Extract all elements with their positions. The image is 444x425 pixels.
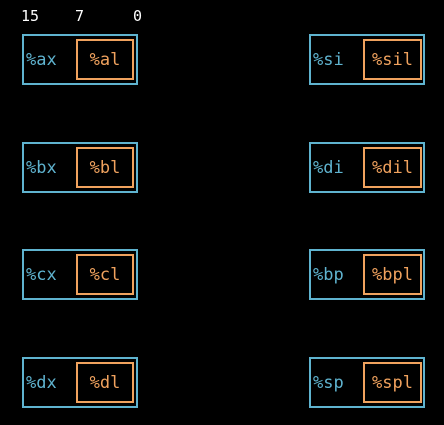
register-bp: %bp %bpl [309, 249, 425, 300]
bit-label-15: 15 [21, 7, 40, 25]
register-low-byte-bpl: %bpl [363, 254, 422, 295]
register-bx: %bx %bl [22, 142, 138, 193]
register-low-byte-cl: %cl [76, 254, 134, 295]
register-name-cl: %cl [89, 265, 121, 285]
register-ax: %ax %al [22, 34, 138, 85]
register-name-sil: %sil [372, 50, 413, 70]
register-low-byte-al: %al [76, 39, 134, 80]
bit-label-0: 0 [133, 7, 143, 25]
bit-label-7: 7 [75, 7, 85, 25]
register-name-al: %al [89, 50, 121, 70]
register-low-byte-dl: %dl [76, 362, 134, 403]
register-name-dl: %dl [89, 373, 121, 393]
register-name-bx: %bx [26, 158, 57, 178]
register-name-bl: %bl [89, 158, 121, 178]
register-name-ax: %ax [26, 50, 57, 70]
register-name-sp: %sp [313, 373, 344, 393]
register-name-spl: %spl [372, 373, 413, 393]
register-name-bpl: %bpl [372, 265, 413, 285]
register-low-byte-bl: %bl [76, 147, 134, 188]
register-name-cx: %cx [26, 265, 57, 285]
register-name-di: %di [313, 158, 344, 178]
register-name-dil: %dil [372, 158, 413, 178]
register-name-bp: %bp [313, 265, 344, 285]
register-sp: %sp %spl [309, 357, 425, 408]
register-name-dx: %dx [26, 373, 57, 393]
register-si: %si %sil [309, 34, 425, 85]
register-di: %di %dil [309, 142, 425, 193]
register-low-byte-sil: %sil [363, 39, 422, 80]
register-dx: %dx %dl [22, 357, 138, 408]
register-low-byte-spl: %spl [363, 362, 422, 403]
register-name-si: %si [313, 50, 344, 70]
register-low-byte-dil: %dil [363, 147, 422, 188]
register-cx: %cx %cl [22, 249, 138, 300]
